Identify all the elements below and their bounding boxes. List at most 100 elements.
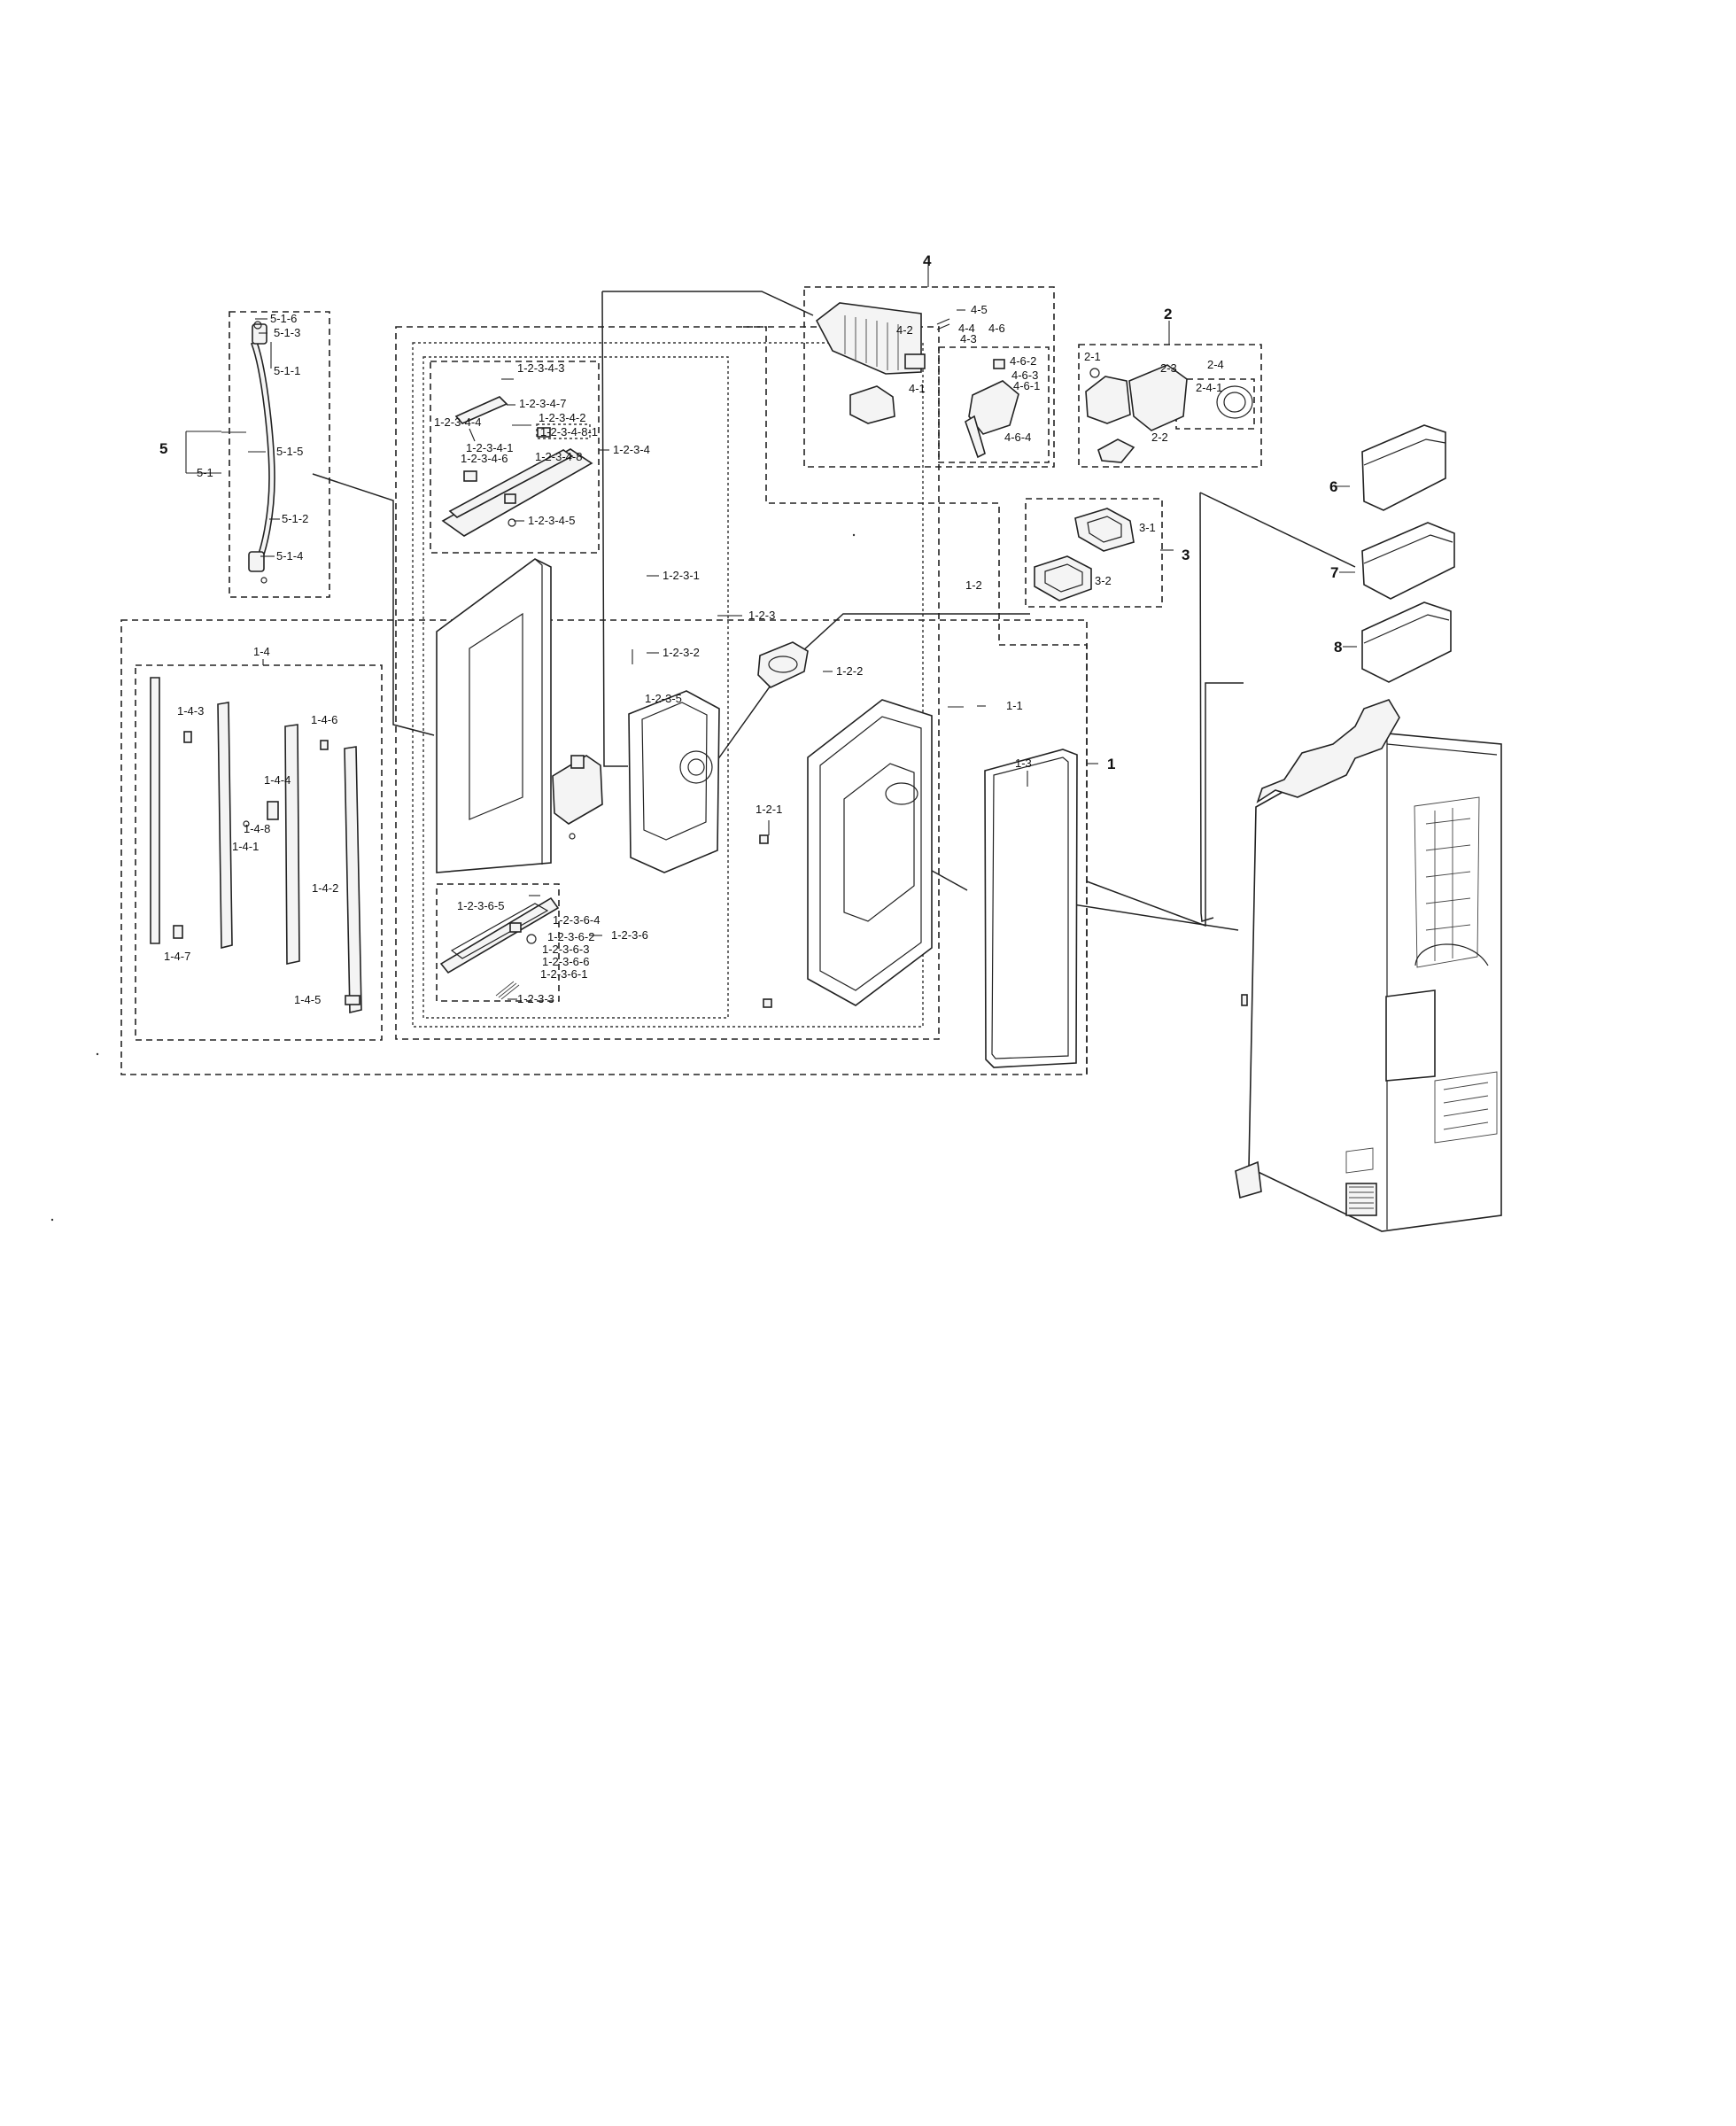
label-5: 5: [159, 440, 167, 457]
speck: [96, 1052, 99, 1056]
label-4-6: 4-6: [988, 322, 1005, 335]
motor-assembly-2: [1085, 364, 1253, 463]
group-5-box: [229, 311, 330, 598]
group-4-box: [803, 286, 1055, 468]
connector-6-7-to-cabinet: [1199, 492, 1214, 922]
bracket-assembly-4: [815, 302, 1019, 459]
label-1-2-1: 1-2-1: [756, 803, 782, 816]
label-2: 2: [1164, 306, 1172, 322]
connector-4-to-door: [601, 291, 628, 767]
assembly-1-2-3-6: [439, 896, 560, 1000]
label-1-4-8: 1-4-8: [244, 822, 270, 835]
label-1-2-3-4-1: 1-2-3-4-1: [466, 441, 513, 454]
speck: [50, 1218, 54, 1222]
label-1-2-3-6-5: 1-2-3-6-5: [457, 899, 504, 912]
label-6: 6: [1329, 478, 1337, 495]
label-1-2-3-6-3: 1-2-3-6-3: [542, 943, 589, 956]
label-5-1-5: 5-1-5: [276, 445, 303, 458]
label-4-6-1: 4-6-1: [1013, 379, 1040, 392]
label-1-4-3: 1-4-3: [177, 704, 204, 718]
label-1-4-1: 1-4-1: [232, 840, 259, 853]
label-1-2-3-4-7: 1-2-3-4-7: [519, 397, 566, 410]
label-1-2-3-6: 1-2-3-6: [611, 928, 648, 942]
group-1-2-step-outline: [743, 326, 1088, 1075]
connector-7-line: [1199, 492, 1356, 568]
label-1-2-3: 1-2-3: [748, 609, 775, 622]
dispenser-housing-1-2-3-5: [628, 690, 720, 873]
door-bin-6: [1361, 424, 1446, 511]
trim-strips-1-4: [150, 677, 362, 1014]
label-1-4-4: 1-4-4: [264, 773, 291, 787]
inner-door-panel: [436, 558, 552, 873]
label-4-3: 4-3: [960, 332, 977, 345]
label-1-1: 1-1: [1006, 699, 1023, 712]
leader-lines: [197, 266, 1357, 1000]
label-1-2-3-5: 1-2-3-5: [645, 692, 682, 705]
label-1-2-3-4-4: 1-2-3-4-4: [434, 415, 481, 429]
label-4: 4: [923, 252, 932, 269]
group-1-4-box: [135, 664, 383, 1041]
group-3-box: [1025, 498, 1163, 608]
label-5-1-3: 5-1-3: [274, 326, 300, 339]
label-1-4-6: 1-4-6: [311, 713, 337, 726]
group-4-6-box: [938, 346, 1050, 463]
connector-3-to-cap: [717, 613, 1030, 761]
label-2-3: 2-3: [1160, 361, 1177, 375]
label-2-1: 2-1: [1084, 350, 1101, 363]
label-1-2-3-6-1: 1-2-3-6-1: [540, 967, 587, 981]
label-1-2-3-4-3: 1-2-3-4-3: [517, 361, 564, 375]
label-1-2-3-6-6: 1-2-3-6-6: [542, 955, 589, 968]
group-1-2-3-inner-box: [422, 356, 729, 1019]
label-1-2-3-4: 1-2-3-4: [613, 443, 650, 456]
label-4-4: 4-4: [958, 322, 975, 335]
label-3-2: 3-2: [1095, 574, 1112, 587]
callout-labels: 1 1-1 1-2 1-2-1 1-2-2 1-2-3 1-2-3-1 1-2-…: [159, 252, 1342, 1006]
label-1-2-3-4-8-1: 1-2-3-4-8-1: [540, 425, 598, 438]
label-4-6-3: 4-6-3: [1011, 369, 1038, 382]
label-4-6-2: 4-6-2: [1010, 354, 1036, 368]
label-5-1-6: 5-1-6: [270, 312, 297, 325]
group-1-2-3-4-8-box: [536, 423, 591, 439]
label-7: 7: [1330, 564, 1338, 581]
label-5-1-1: 5-1-1: [274, 364, 300, 377]
label-4-6-4: 4-6-4: [1004, 431, 1031, 444]
label-1-4-2: 1-4-2: [312, 881, 338, 895]
label-1-2-3-2: 1-2-3-2: [663, 646, 700, 659]
solenoid-part: [552, 755, 603, 840]
door-liner-1-2: [759, 699, 933, 1008]
label-1-2-3-3: 1-2-3-3: [517, 992, 554, 1005]
label-1-2-3-4-8: 1-2-3-4-8: [535, 450, 582, 463]
label-1-2-3-6-4: 1-2-3-6-4: [553, 913, 600, 927]
seal-assembly-3: [1034, 508, 1135, 601]
speck: [852, 533, 856, 537]
label-5-1-2: 5-1-2: [282, 512, 308, 525]
group-1-2-3-6-box: [436, 883, 560, 1002]
label-1-2-3-1: 1-2-3-1: [663, 569, 700, 582]
label-1-2-2: 1-2-2: [836, 664, 863, 678]
cap-1-2-2: [757, 641, 809, 688]
connector-handle-to-panel: [312, 473, 435, 736]
label-1-4: 1-4: [253, 645, 270, 658]
label-1-2-3-6-2: 1-2-3-6-2: [547, 930, 594, 943]
refrigerator-cabinet: [1235, 699, 1502, 1232]
label-3-1: 3-1: [1139, 521, 1156, 534]
handle-assembly: [221, 321, 275, 584]
label-1-3: 1-3: [1015, 757, 1032, 770]
door-bin-8: [1361, 601, 1452, 683]
label-1-4-7: 1-4-7: [164, 950, 190, 963]
label-1: 1: [1107, 756, 1115, 772]
label-2-4-1: 2-4-1: [1196, 381, 1222, 394]
label-3: 3: [1182, 547, 1190, 563]
label-2-2: 2-2: [1151, 431, 1168, 444]
group-2-box: [1078, 344, 1262, 468]
label-1-2-3-4-6: 1-2-3-4-6: [461, 452, 508, 465]
dispenser-cover-parts: [441, 396, 593, 537]
label-4-1: 4-1: [909, 382, 926, 395]
door-gasket-1-3: [984, 749, 1078, 1068]
label-2-4: 2-4: [1207, 358, 1224, 371]
label-5-1-4: 5-1-4: [276, 549, 303, 563]
label-1-2-3-4-5: 1-2-3-4-5: [528, 514, 575, 527]
group-1-2-3-box: [412, 342, 924, 1028]
label-1-4-5: 1-4-5: [294, 993, 321, 1006]
